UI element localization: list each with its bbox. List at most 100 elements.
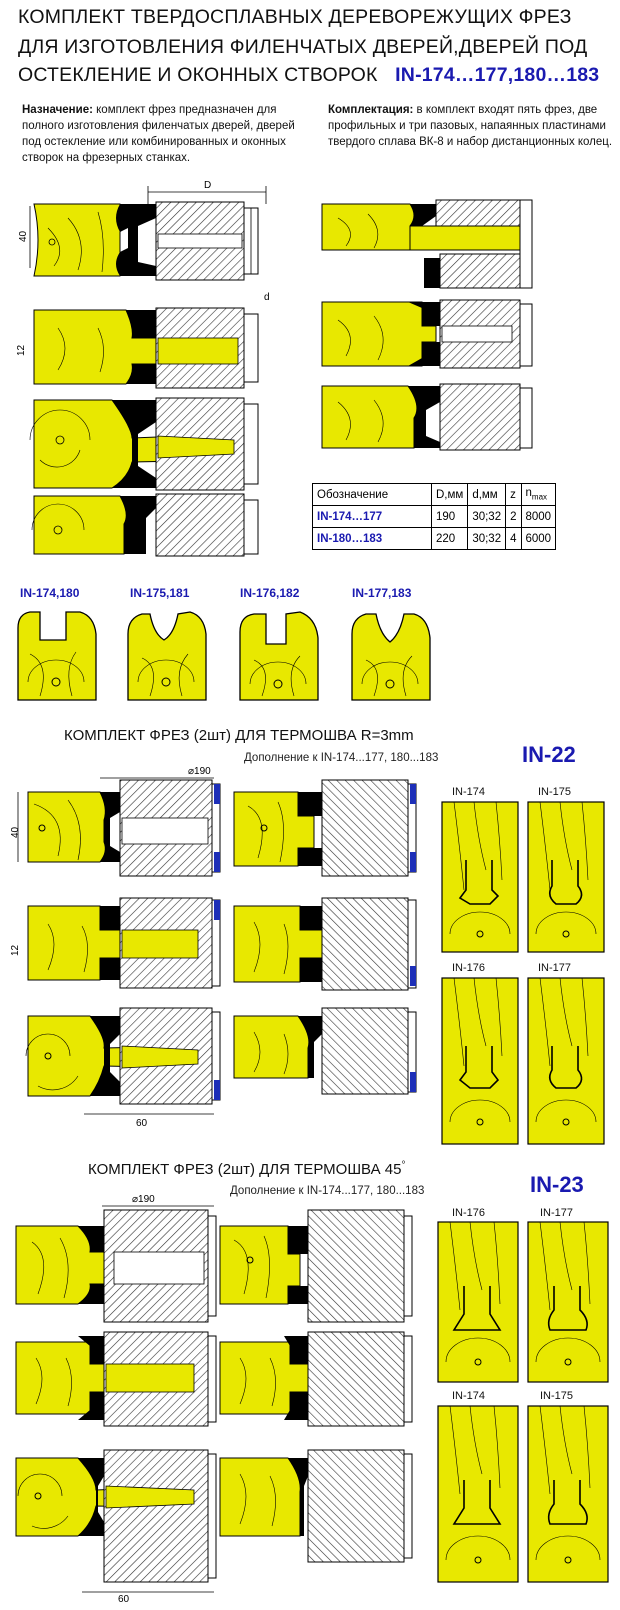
section23-dim-60: 60 xyxy=(118,1594,130,1605)
cell-d: 30;32 xyxy=(467,527,507,550)
cutter-assembly-2: 12 xyxy=(16,307,259,389)
purpose-paragraph: Назначение: комплект фрез предназначен д… xyxy=(22,102,312,166)
cell-designation: IN-180…183 xyxy=(312,527,432,550)
th-D: D,мм xyxy=(430,483,469,506)
title-line-1: КОМПЛЕКТ ТВЕРДОСПЛАВНЫХ ДЕРЕВОРЕЖУЩИХ ФР… xyxy=(18,6,572,28)
section22-right-assembly-1 xyxy=(233,779,417,877)
section23-panel-2 xyxy=(527,1221,609,1383)
section23-panel-label-4: IN-175 xyxy=(540,1390,574,1402)
cell-n: 8000 xyxy=(520,505,557,528)
cell-designation: IN-174…177 xyxy=(312,505,432,528)
section22-code: IN-22 xyxy=(522,742,576,767)
dim-12: 12 xyxy=(16,344,27,356)
section22-panel-drawings xyxy=(441,801,605,1145)
table-row: IN-180…183 220 30;32 4 6000 xyxy=(312,527,557,550)
section22-left-assembly-1 xyxy=(27,779,221,877)
profile-shapes xyxy=(17,611,431,701)
section22-dim-60: 60 xyxy=(136,1118,148,1129)
cell-D: 190 xyxy=(430,505,469,528)
section22-panel-label-2: IN-175 xyxy=(538,786,572,798)
section23-right-assembly-2 xyxy=(219,1331,413,1427)
section22-panel-1 xyxy=(441,801,519,953)
section22-subtitle: Дополнение к IN-174...177, 180...183 xyxy=(244,752,439,764)
section23-panel-label-3: IN-174 xyxy=(452,1390,486,1402)
profile-label-4: IN-177,183 xyxy=(352,586,412,600)
section23-title-text: КОМПЛЕКТ ФРЕЗ (2шт) ДЛЯ ТЕРМОШВА 45 xyxy=(88,1161,402,1178)
section22-dim-190: ⌀190 xyxy=(188,766,211,777)
right-assembly-1 xyxy=(321,199,533,289)
contents-label: Комплектация: xyxy=(328,104,414,116)
cutter-assembly-4 xyxy=(31,493,259,557)
profile-shape-4 xyxy=(351,613,431,701)
section23-title: КОМПЛЕКТ ФРЕЗ (2шт) ДЛЯ ТЕРМОШВА 45° xyxy=(88,1160,405,1178)
section22-right-assembly-3 xyxy=(233,1007,417,1095)
section23-panel-3 xyxy=(437,1405,519,1583)
cutter-assembly-1 xyxy=(33,201,259,281)
section22-panel-2 xyxy=(527,801,605,953)
profile-label-1: IN-174,180 xyxy=(20,586,80,600)
section22-panel-4 xyxy=(527,977,605,1145)
contents-text: в комплект входят пять фрез, две профиль… xyxy=(328,104,613,148)
section23-panel-1 xyxy=(437,1221,519,1383)
contents-paragraph: Комплектация: в комплект входят пять фре… xyxy=(328,102,613,150)
profile-label-3: IN-176,182 xyxy=(240,586,300,600)
section22-panel-label-1: IN-174 xyxy=(452,786,486,798)
profile-label-2: IN-175,181 xyxy=(130,586,190,600)
right-assembly-3 xyxy=(321,383,533,451)
section22-dim-12: 12 xyxy=(10,944,21,956)
section23-degree: ° xyxy=(401,1160,406,1171)
spec-table-header: Обозначение D,мм d,мм z nmax xyxy=(312,483,557,506)
section23-panel-label-1: IN-176 xyxy=(452,1207,486,1219)
title-code: IN-174…177,180…183 xyxy=(395,64,600,86)
section22-right-assembly-2 xyxy=(233,897,417,991)
section23-left-assembly-1 xyxy=(15,1209,217,1323)
section23-left-assembly-2 xyxy=(15,1331,217,1427)
section22-panel-label-4: IN-177 xyxy=(538,962,572,974)
cutter-assembly-3 xyxy=(29,397,259,491)
section22-left-assembly-2 xyxy=(27,897,221,989)
profile-shape-1 xyxy=(17,611,97,701)
title-line-3-text: ОСТЕКЛЕНИЕ И ОКОННЫХ СТВОРОК xyxy=(18,64,378,86)
section23-dim-190: ⌀190 xyxy=(132,1194,155,1205)
purpose-text: комплект фрез предназначен для полного и… xyxy=(22,104,295,164)
dim-d: d xyxy=(264,292,270,303)
cell-z: 4 xyxy=(505,527,522,550)
section23-panel-label-2: IN-177 xyxy=(540,1207,574,1219)
cell-n: 6000 xyxy=(520,527,557,550)
th-designation: Обозначение xyxy=(312,483,432,506)
section23-code: IN-23 xyxy=(530,1172,584,1197)
th-d: d,мм xyxy=(467,483,507,506)
section22-left-assembly-3 xyxy=(25,1007,221,1105)
profile-shape-2 xyxy=(127,611,207,701)
table-row: IN-174…177 190 30;32 2 8000 xyxy=(312,505,557,528)
section22-dim-40: 40 xyxy=(10,826,21,838)
th-z: z xyxy=(505,483,522,506)
section23-right-assembly-3 xyxy=(219,1449,413,1563)
top-left-cutter-diagrams: D 40 d 12 xyxy=(16,180,270,557)
section23-panel-4 xyxy=(527,1405,609,1583)
section22-title: КОМПЛЕКТ ФРЕЗ (2шт) ДЛЯ ТЕРМОШВА R=3mm xyxy=(64,727,414,744)
section22-panel-label-3: IN-176 xyxy=(452,962,486,974)
section23-left-assembly-3 xyxy=(15,1449,217,1583)
title-line-2: ДЛЯ ИЗГОТОВЛЕНИЯ ФИЛЕНЧАТЫХ ДВЕРЕЙ,ДВЕРЕ… xyxy=(18,36,588,58)
section22-cutter-diagrams: ⌀190 40 12 60 xyxy=(10,766,417,1129)
purpose-label: Назначение: xyxy=(22,104,93,116)
section23-subtitle: Дополнение к IN-174...177, 180...183 xyxy=(230,1185,425,1197)
dim-D: D xyxy=(204,180,211,191)
section23-panel-drawings xyxy=(437,1221,609,1583)
cell-d: 30;32 xyxy=(467,505,507,528)
section23-right-assembly-1 xyxy=(219,1209,413,1323)
th-nmax: nmax xyxy=(520,483,557,506)
right-assembly-2 xyxy=(321,299,533,369)
top-right-cutter-diagrams xyxy=(321,199,533,451)
section23-cutter-diagrams: ⌀190 60 xyxy=(15,1194,413,1605)
profile-shape-3 xyxy=(239,611,319,701)
dim-40: 40 xyxy=(18,230,29,242)
cell-z: 2 xyxy=(505,505,522,528)
th-n: n xyxy=(525,487,532,500)
title-line-3: ОСТЕКЛЕНИЕ И ОКОННЫХ СТВОРОК IN-174…177,… xyxy=(18,64,599,87)
spec-table: Обозначение D,мм d,мм z nmax IN-174…177 … xyxy=(312,483,557,550)
section22-panel-3 xyxy=(441,977,519,1145)
th-max: max xyxy=(531,492,548,502)
cell-D: 220 xyxy=(430,527,469,550)
